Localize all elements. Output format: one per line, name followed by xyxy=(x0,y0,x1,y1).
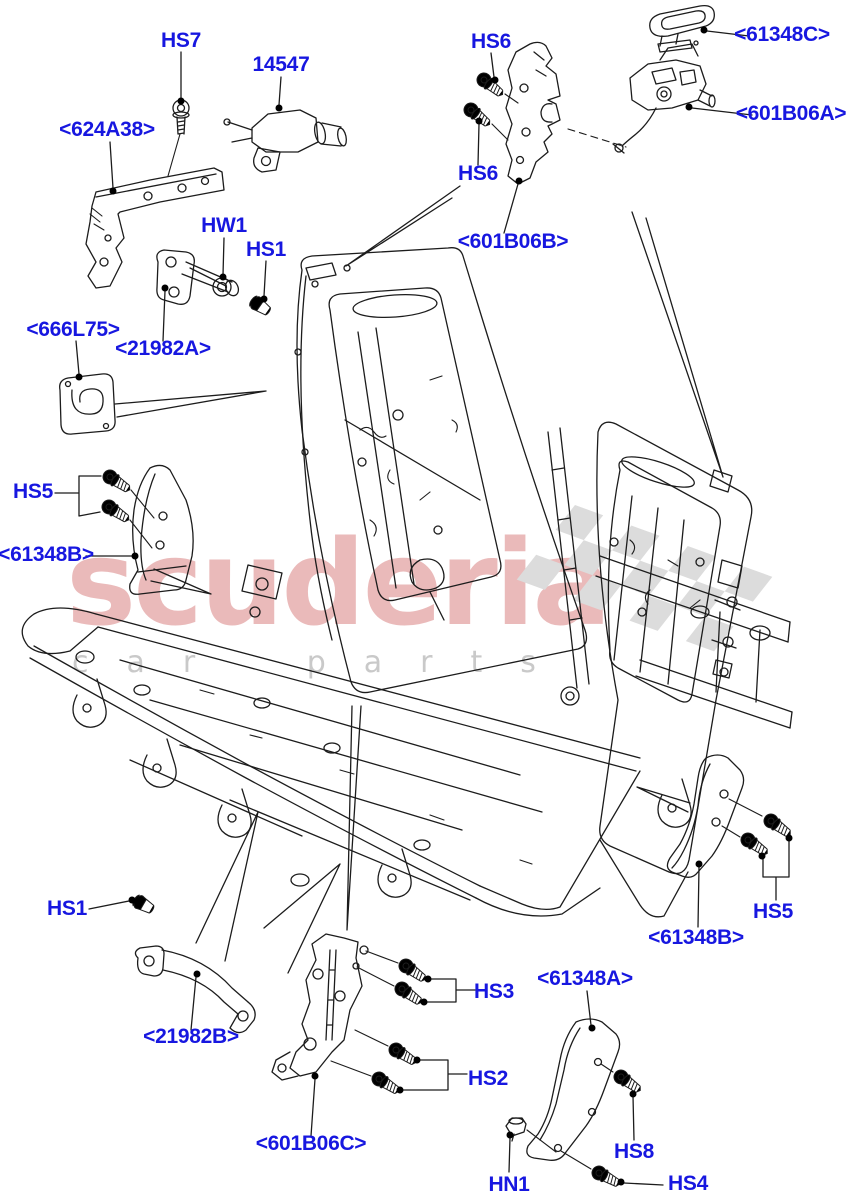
part-label-hs5-right[interactable]: HS5 xyxy=(753,900,794,923)
watermark-layer: scuderia car parts xyxy=(66,504,773,680)
part-label-601b06c[interactable]: <601B06C> xyxy=(256,1132,367,1155)
latch-601b06a-drawing xyxy=(612,43,716,154)
part-label-hs5-left[interactable]: HS5 xyxy=(13,480,54,503)
bezel-61348c-drawing xyxy=(649,4,715,53)
bolt-hs1-upper-drawing xyxy=(247,293,274,319)
watermark-subtitle-text: car parts xyxy=(72,645,574,680)
part-label-61348b-left[interactable]: <61348B> xyxy=(0,543,94,566)
part-label-666l75[interactable]: <666L75> xyxy=(26,318,120,341)
part-label-61348a[interactable]: <61348A> xyxy=(537,967,633,990)
part-label-hs6-lower[interactable]: HS6 xyxy=(458,162,498,185)
screw-hs4-drawing xyxy=(560,1150,624,1191)
striker-21982a-drawing xyxy=(156,249,240,305)
part-label-61348c[interactable]: <61348C> xyxy=(734,23,830,46)
part-labels: HS7 14547 <624A38> HS6 <61348C> <601B06A… xyxy=(0,23,847,1196)
part-label-hs6-top[interactable]: HS6 xyxy=(471,30,511,53)
part-label-hs3[interactable]: HS3 xyxy=(474,980,514,1003)
screws-hs6-drawing xyxy=(460,69,519,141)
part-label-624a38[interactable]: <624A38> xyxy=(59,118,155,141)
screw-hs7-drawing xyxy=(172,99,190,135)
checkered-flag-watermark xyxy=(516,504,773,652)
part-label-hw1[interactable]: HW1 xyxy=(201,214,248,237)
valance-61348b-left-drawing xyxy=(129,464,194,595)
center-hinge-drawing xyxy=(547,427,590,706)
part-label-hs2[interactable]: HS2 xyxy=(468,1067,508,1090)
latch-plate-601b06b-drawing xyxy=(505,41,561,185)
part-label-hs8[interactable]: HS8 xyxy=(614,1140,655,1163)
leader-lines xyxy=(54,30,790,1186)
part-label-hn1[interactable]: HN1 xyxy=(488,1173,530,1196)
screws-hs5-right-drawing xyxy=(721,798,795,860)
bracket-601b06c-drawing xyxy=(271,933,369,1081)
bolt-hs1-lower-drawing xyxy=(130,892,157,917)
handle-14547-drawing xyxy=(223,109,347,173)
seat-base-frame-drawing xyxy=(21,555,793,917)
screw-hs8-drawing xyxy=(600,1063,645,1097)
left-backrest-frame-drawing xyxy=(241,247,588,694)
screws-hs2-drawing xyxy=(330,1029,421,1098)
part-label-hs1-upper[interactable]: HS1 xyxy=(246,238,287,261)
bracket-624a38-drawing xyxy=(85,167,225,289)
watermark-brand-text: scuderia xyxy=(66,514,609,652)
part-label-hs4[interactable]: HS4 xyxy=(668,1172,709,1195)
frame-artwork xyxy=(21,4,795,1191)
valance-61348a-drawing xyxy=(526,1018,621,1161)
part-label-601b06b[interactable]: <601B06B> xyxy=(458,230,569,253)
part-label-21982b[interactable]: <21982B> xyxy=(143,1025,239,1048)
alignment-dashed-line xyxy=(567,128,627,148)
part-label-14547[interactable]: 14547 xyxy=(253,53,310,76)
part-label-601b06a[interactable]: <601B06A> xyxy=(736,102,847,125)
valance-61348b-right-drawing xyxy=(666,754,745,878)
handle-21982b-drawing xyxy=(134,945,256,1034)
plate-666l75-drawing xyxy=(59,373,116,435)
part-label-hs7[interactable]: HS7 xyxy=(161,29,201,52)
part-label-hs1-lower[interactable]: HS1 xyxy=(47,897,88,920)
right-backrest-frame-drawing xyxy=(596,421,753,918)
part-label-21982a[interactable]: <21982A> xyxy=(115,337,211,360)
part-label-61348b-right[interactable]: <61348B> xyxy=(648,926,744,949)
screws-hs3-drawing xyxy=(356,950,430,1009)
leader-dots xyxy=(75,26,793,1186)
